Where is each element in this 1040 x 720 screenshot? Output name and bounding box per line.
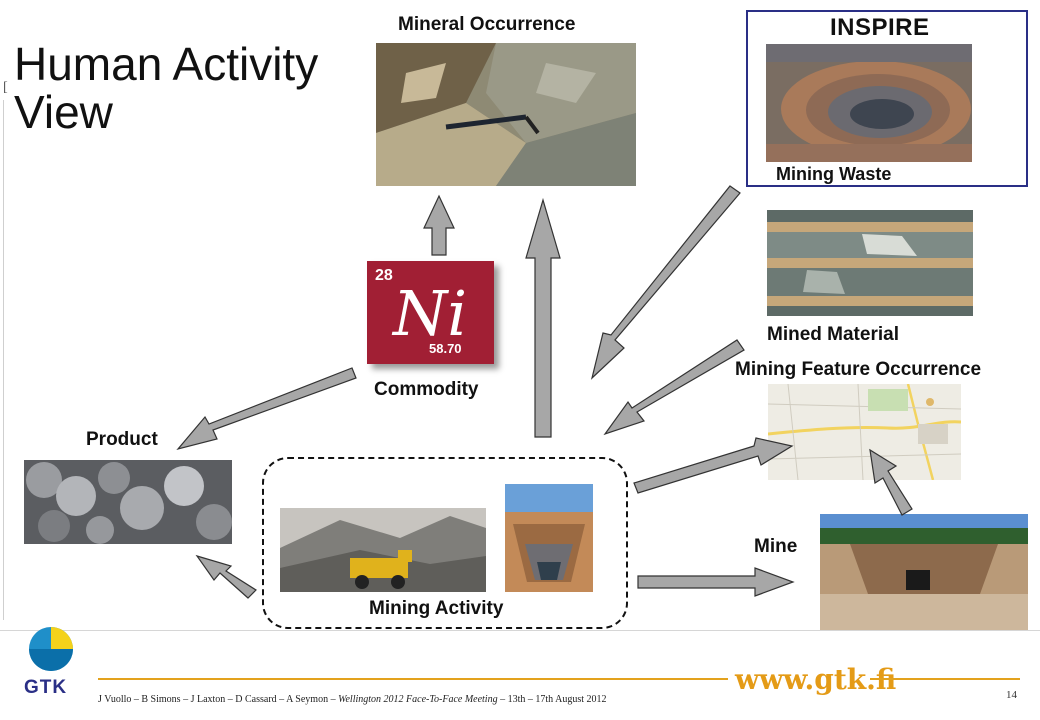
mining-feature-map (768, 384, 961, 480)
inspire-frame (746, 10, 1028, 187)
arrow-mine-to-feature (869, 448, 913, 516)
arrow-waste-to-activity (590, 185, 741, 380)
mine-label: Mine (754, 536, 798, 557)
mining-feature-occurrence-label: Mining Feature Occurrence (735, 359, 982, 380)
gtk-logo-text: GTK (24, 677, 68, 698)
arrow-activity-to-mine (637, 567, 795, 597)
nickel-atomic-mass: 58.70 (429, 341, 462, 356)
mining-waste-photo (766, 44, 972, 162)
slide-title: Human Activity View (14, 40, 318, 136)
mining-activity-group (262, 457, 628, 629)
commodity-label: Commodity (374, 379, 479, 400)
arrow-mined-material-to-activity (603, 339, 745, 436)
mining-waste-label: Mining Waste (776, 164, 892, 184)
mining-activity-label: Mining Activity (369, 598, 504, 619)
nickel-product-photo (24, 460, 232, 544)
footer-authors: J Vuollo – B Simons – J Laxton – D Cassa… (98, 694, 339, 705)
open-pit-photo (505, 484, 593, 592)
arrow-commodity-to-mineral (423, 194, 455, 256)
haul-truck-photo (280, 508, 486, 592)
product-label: Product (86, 429, 158, 450)
mineral-occurrence-label: Mineral Occurrence (398, 14, 576, 35)
nickel-atomic-number: 28 (375, 267, 393, 284)
inspire-title: INSPIRE (830, 14, 930, 41)
footer-event: Wellington 2012 Face-To-Face Meeting (338, 694, 498, 705)
website-url[interactable]: www.gtk.fi (735, 663, 897, 696)
page-number: 14 (1006, 689, 1017, 701)
mined-material-photo (767, 210, 973, 316)
footer-dates: – 13th – 17th August 2012 (497, 694, 607, 705)
gtk-logo-icon (22, 626, 80, 672)
footer-gold-line-left (98, 678, 728, 680)
footer-gold-line-right (870, 678, 1020, 680)
left-divider (3, 100, 4, 620)
nickel-element-tile: 28 Ni 58.70 (367, 261, 494, 364)
footer-credits: J Vuollo – B Simons – J Laxton – D Cassa… (98, 694, 607, 705)
arrow-activity-to-mineral (525, 197, 561, 438)
arrow-activity-to-feature (633, 437, 794, 494)
title-line-2: View (14, 86, 113, 138)
bracket-mark: [ (3, 80, 8, 95)
title-line-1: Human Activity (14, 38, 319, 90)
mined-material-label: Mined Material (767, 324, 899, 345)
footer-divider (0, 630, 1040, 631)
mine-portal-photo (820, 514, 1028, 630)
arrow-activity-to-product (195, 554, 257, 599)
mineral-occurrence-photo (376, 43, 636, 186)
arrow-commodity-to-product (176, 367, 357, 451)
nickel-symbol: Ni (393, 277, 468, 350)
